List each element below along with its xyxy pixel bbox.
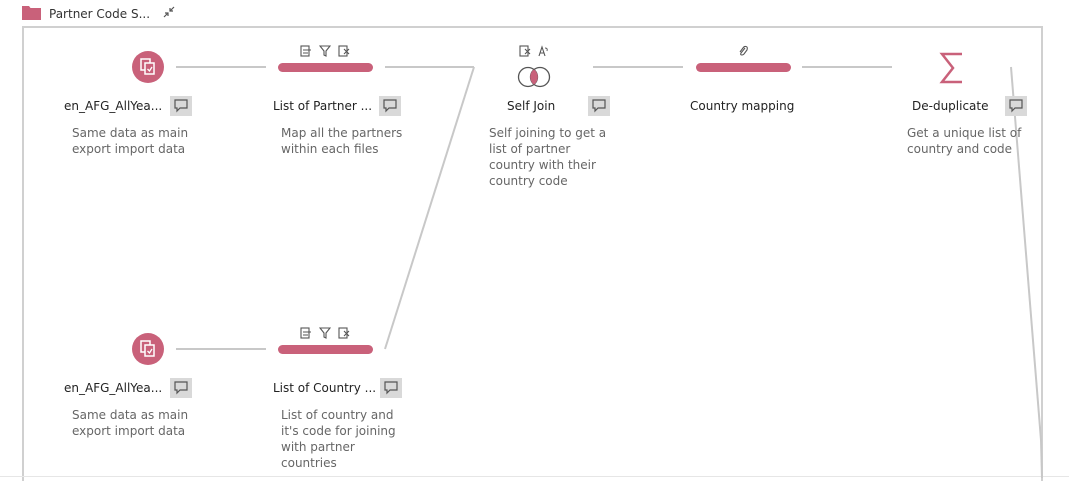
dedupe-step-name[interactable]: De-duplicate (912, 99, 989, 113)
input-node-2-comment-button[interactable] (170, 378, 192, 398)
remove-icon[interactable] (338, 45, 350, 57)
join-step-name[interactable]: Self Join (507, 99, 556, 113)
join-step-comment-button[interactable] (588, 96, 610, 116)
clean-step-2-comment-button[interactable] (380, 378, 402, 398)
dedupe-step-comment-button[interactable] (1005, 96, 1027, 116)
paperclip-icon[interactable] (737, 45, 749, 57)
comment-icon (592, 99, 606, 113)
input-node-1-name[interactable]: en_AFG_AllYea... (64, 99, 163, 113)
input-node-1[interactable] (132, 51, 164, 83)
clean-step-2-name[interactable]: List of Country ... (273, 381, 377, 395)
mapping-step-name[interactable]: Country mapping (690, 99, 795, 113)
clean-step-2-description: List of country and it's code for joinin… (281, 408, 396, 470)
collapse-icon[interactable] (162, 5, 176, 19)
flow-group-header: Partner Code S... (0, 0, 1069, 26)
clean-step-1-name[interactable]: List of Partner ... (273, 99, 373, 113)
input-node-2[interactable] (132, 333, 164, 365)
input-node-2-description: Same data as main export import data (72, 408, 189, 438)
comment-icon (383, 99, 397, 113)
input-node-1-comment-button[interactable] (170, 96, 192, 116)
comment-icon (384, 381, 398, 395)
join-icon[interactable] (516, 66, 552, 88)
input-files-icon (140, 340, 155, 357)
input-node-2-name[interactable]: en_AFG_AllYea... (64, 381, 163, 395)
folder-icon (22, 6, 41, 20)
rename-icon[interactable] (300, 327, 312, 339)
mapping-step-bar[interactable] (696, 63, 791, 72)
remove-icon[interactable] (519, 45, 531, 57)
canvas-bottom-border (0, 476, 1069, 477)
filter-icon[interactable] (319, 45, 331, 57)
clean-step-1-comment-button[interactable] (379, 96, 401, 116)
calculated-field-icon[interactable] (537, 45, 549, 57)
input-files-icon (140, 58, 155, 75)
comment-icon (1009, 99, 1023, 113)
flow-group-title[interactable]: Partner Code S... (49, 7, 151, 21)
comment-icon (174, 381, 188, 395)
join-step-description: Self joining to get a list of partner co… (489, 126, 607, 188)
rename-icon[interactable] (300, 45, 312, 57)
flow-canvas (22, 26, 1043, 481)
input-node-1-description: Same data as main export import data (72, 126, 189, 156)
clean-step-1-description: Map all the partners within each files (281, 126, 403, 156)
dedupe-step-description: Get a unique list of country and code (907, 126, 1022, 156)
clean-step-2-bar[interactable] (278, 345, 373, 354)
comment-icon (174, 99, 188, 113)
remove-icon[interactable] (338, 327, 350, 339)
filter-icon[interactable] (319, 327, 331, 339)
sigma-icon[interactable] (938, 51, 966, 85)
clean-step-1-bar[interactable] (278, 63, 373, 72)
